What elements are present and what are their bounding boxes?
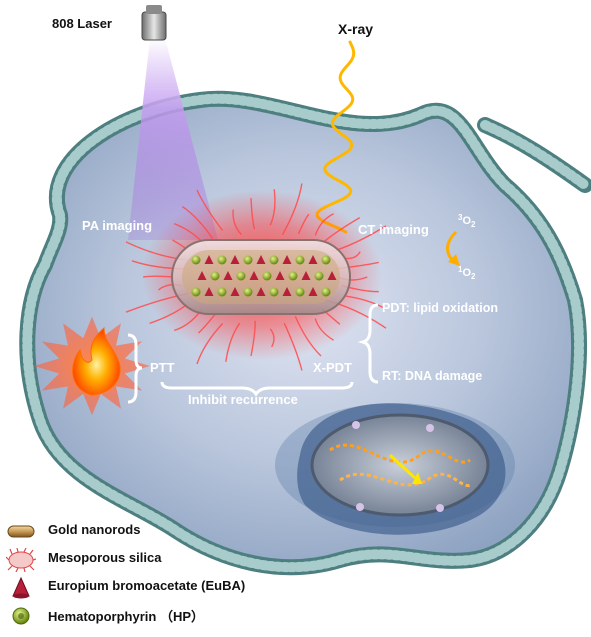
therapy-bracket bbox=[357, 303, 379, 384]
legend-label: Hematoporphyrin （HP） bbox=[48, 609, 205, 624]
euba-particle bbox=[249, 271, 259, 280]
hematoporphyrin-particle bbox=[295, 255, 305, 265]
glow-ray bbox=[283, 322, 303, 371]
laser-device bbox=[128, 5, 218, 240]
glow-ray bbox=[281, 183, 303, 236]
mesoporous-silica-icon bbox=[6, 548, 36, 572]
oxygen-triplet-label: 3O2 bbox=[458, 213, 476, 229]
hematoporphyrin-particle bbox=[243, 255, 253, 265]
glow-ray bbox=[225, 322, 241, 362]
glow-ray bbox=[196, 323, 224, 365]
membrane-fragment bbox=[477, 117, 591, 193]
legend-item-hp: Hematoporphyrin （HP） bbox=[6, 602, 346, 630]
hematoporphyrin-particle bbox=[321, 287, 331, 297]
hematoporphyrin-particle bbox=[262, 271, 272, 281]
euba-particle bbox=[282, 287, 292, 296]
hematoporphyrin-sphere-icon bbox=[12, 607, 30, 625]
euba-particle bbox=[204, 287, 214, 296]
euba-particle bbox=[197, 271, 207, 280]
euba-particle bbox=[275, 271, 285, 280]
xpdt-label: X-PDT bbox=[313, 360, 352, 375]
nucleus bbox=[275, 403, 515, 535]
glow-ray bbox=[344, 295, 386, 310]
euba-particle bbox=[301, 271, 311, 280]
euba-particle bbox=[230, 255, 240, 264]
glow-ray bbox=[314, 213, 334, 236]
glow-ray bbox=[143, 275, 174, 278]
ptt-label: PTT bbox=[150, 360, 175, 375]
glow-ray bbox=[196, 189, 224, 231]
hematoporphyrin-particle bbox=[243, 287, 253, 297]
hematoporphyrin-particle bbox=[269, 255, 279, 265]
euba-particle bbox=[230, 287, 240, 296]
legend-label: Europium bromoacetate (EuBA) bbox=[48, 578, 246, 593]
hematoporphyrin-particle bbox=[210, 271, 220, 281]
glow-ray bbox=[250, 198, 256, 230]
hematoporphyrin-particle bbox=[191, 287, 201, 297]
euba-particle bbox=[256, 287, 266, 296]
legend-label: Gold nanorods bbox=[48, 522, 141, 537]
hematoporphyrin-particle bbox=[236, 271, 246, 281]
glow-ray bbox=[314, 318, 334, 341]
euba-particle bbox=[327, 271, 337, 280]
hematoporphyrin-particle bbox=[191, 255, 201, 265]
xray-wave bbox=[315, 40, 356, 234]
hematoporphyrin-particle bbox=[269, 287, 279, 297]
euba-cone-icon bbox=[12, 576, 30, 599]
legend-label: Mesoporous silica bbox=[48, 550, 162, 565]
xray-label: X-ray bbox=[338, 21, 373, 37]
glow-ray bbox=[269, 328, 275, 348]
glow-ray bbox=[269, 189, 276, 226]
hematoporphyrin-particle bbox=[321, 255, 331, 265]
inhibit-recurrence-label: Inhibit recurrence bbox=[188, 392, 298, 407]
legend-item-mesoporous-silica: Mesoporous silica bbox=[6, 546, 346, 574]
euba-particle bbox=[282, 255, 292, 264]
euba-particle bbox=[308, 255, 318, 264]
euba-particle bbox=[308, 287, 318, 296]
legend: Gold nanorods Mesoporous silica Europium… bbox=[6, 518, 346, 630]
glow-ray bbox=[250, 320, 256, 357]
hematoporphyrin-particle bbox=[295, 287, 305, 297]
glow-ray bbox=[232, 209, 243, 236]
ptt-heat-icon bbox=[34, 316, 150, 416]
oxygen-singlet-label: 1O2 bbox=[458, 265, 476, 281]
pdt-label: PDT: lipid oxidation bbox=[382, 301, 498, 315]
recurrence-bracket bbox=[160, 381, 354, 397]
gold-nanorod-icon bbox=[7, 525, 35, 538]
laser-label: 808 Laser bbox=[52, 16, 112, 31]
nanorod bbox=[171, 239, 351, 315]
glow-ray bbox=[181, 206, 214, 240]
glow-ray bbox=[297, 213, 310, 235]
hematoporphyrin-particle bbox=[217, 255, 227, 265]
hematoporphyrin-particle bbox=[217, 287, 227, 297]
rt-label: RT: DNA damage bbox=[382, 369, 482, 383]
ptt-bracket bbox=[127, 333, 143, 404]
hematoporphyrin-particle bbox=[288, 271, 298, 281]
pa-imaging-label: PA imaging bbox=[82, 218, 152, 233]
legend-item-euba: Europium bromoacetate (EuBA) bbox=[6, 574, 346, 602]
ct-imaging-label: CT imaging bbox=[358, 222, 429, 237]
legend-item-gold-nanorods: Gold nanorods bbox=[6, 518, 346, 546]
hematoporphyrin-particle bbox=[314, 271, 324, 281]
glow-ray bbox=[294, 316, 322, 357]
euba-particle bbox=[223, 271, 233, 280]
euba-particle bbox=[256, 255, 266, 264]
euba-particle bbox=[204, 255, 214, 264]
